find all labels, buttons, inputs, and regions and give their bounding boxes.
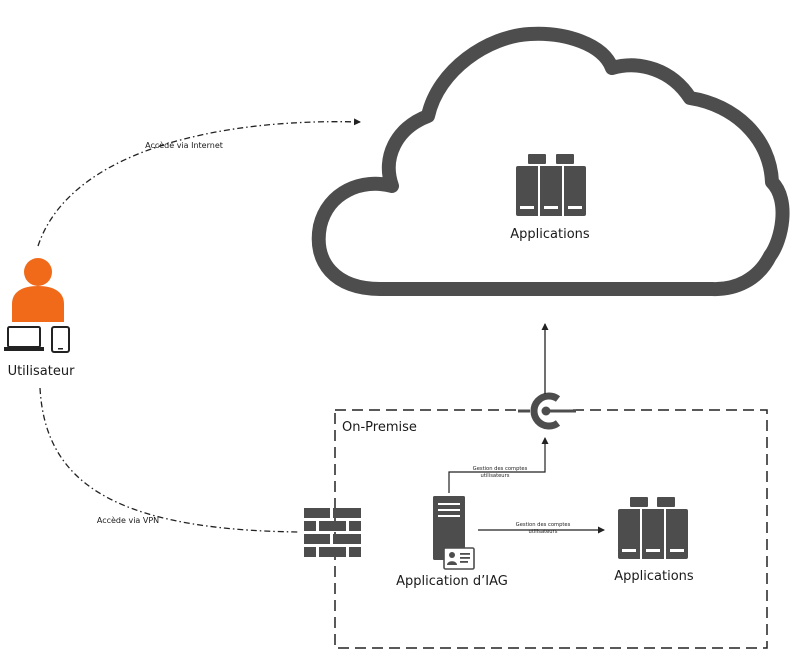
internet-access-label: Accède via Internet <box>145 140 223 150</box>
on-premise-label: On-Premise <box>342 420 417 435</box>
iag-to-connector-label-2: utilisateurs <box>481 473 510 479</box>
tablet-icon <box>51 326 70 353</box>
iag-to-apps-label-1: Gestion des comptes <box>516 522 571 528</box>
cloud-shape <box>311 26 790 297</box>
onprem-applications-label: Applications <box>614 569 694 584</box>
vpn-access-link <box>39 387 301 533</box>
on-premise-boundary <box>334 409 768 649</box>
iag-to-connector-label-1: Gestion des comptes <box>473 466 528 472</box>
server-rack-icon <box>516 154 586 216</box>
server-rack-icon-onprem <box>618 497 688 559</box>
id-card-icon <box>443 547 475 570</box>
firewall-icon <box>304 508 361 557</box>
iag-server-icon <box>433 496 465 560</box>
vpn-access-label: Accède via VPN <box>97 515 159 525</box>
iag-to-connector-arrow <box>448 437 549 493</box>
user-icon <box>12 258 64 322</box>
iag-application-label: Application d’IAG <box>396 574 508 589</box>
internet-access-link <box>37 118 361 247</box>
iag-to-apps-label-2: utilisateurs <box>529 529 558 535</box>
connector-icon <box>518 392 576 430</box>
laptop-icon <box>4 326 44 351</box>
cloud-applications-label: Applications <box>510 227 590 242</box>
user-label: Utilisateur <box>8 364 76 379</box>
